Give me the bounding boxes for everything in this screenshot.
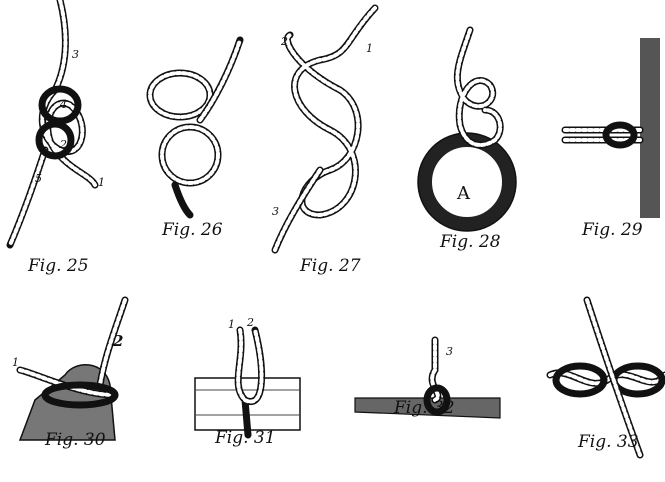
label-fig25-1: 1 bbox=[98, 176, 105, 189]
caption-fig-32: Fig. 32 bbox=[394, 398, 455, 418]
label-fig31-2: 2 bbox=[247, 316, 254, 329]
caption-fig-31: Fig. 31 bbox=[215, 428, 276, 448]
figure-29-drawing bbox=[561, 38, 660, 218]
label-fig25-5: 5 bbox=[35, 172, 42, 185]
figure-30-drawing bbox=[16, 296, 129, 441]
caption-fig-26: Fig. 26 bbox=[162, 220, 223, 240]
figure-33-drawing bbox=[546, 296, 665, 459]
figure-28-drawing bbox=[417, 26, 517, 232]
label-fig27-3: 3 bbox=[272, 205, 279, 218]
caption-fig-29: Fig. 29 bbox=[582, 220, 643, 240]
label-fig25-4: 4 bbox=[60, 98, 67, 111]
figure-32-drawing bbox=[354, 336, 501, 419]
figure-27-drawing bbox=[271, 4, 379, 254]
label-fig27-2: 2 bbox=[281, 35, 288, 48]
label-fig27-1: 1 bbox=[366, 42, 373, 55]
caption-fig-28: Fig. 28 bbox=[440, 232, 501, 252]
label-fig25-2: 2 bbox=[60, 138, 67, 151]
figure-31-drawing bbox=[194, 326, 301, 439]
label-fig30-1: 1 bbox=[12, 356, 19, 369]
figure-26-drawing bbox=[146, 36, 244, 219]
label-fig25-3: 3 bbox=[72, 48, 79, 61]
label-ring-a: A bbox=[457, 183, 470, 204]
caption-fig-25: Fig. 25 bbox=[28, 256, 89, 276]
caption-fig-33: Fig. 33 bbox=[578, 432, 639, 452]
caption-fig-27: Fig. 27 bbox=[300, 256, 361, 276]
figure-25-drawing bbox=[6, 0, 99, 249]
label-fig30-2: 2 bbox=[113, 332, 124, 350]
caption-fig-30: Fig. 30 bbox=[45, 430, 106, 450]
label-fig32-3: 3 bbox=[446, 345, 453, 358]
label-fig31-1: 1 bbox=[228, 318, 235, 331]
